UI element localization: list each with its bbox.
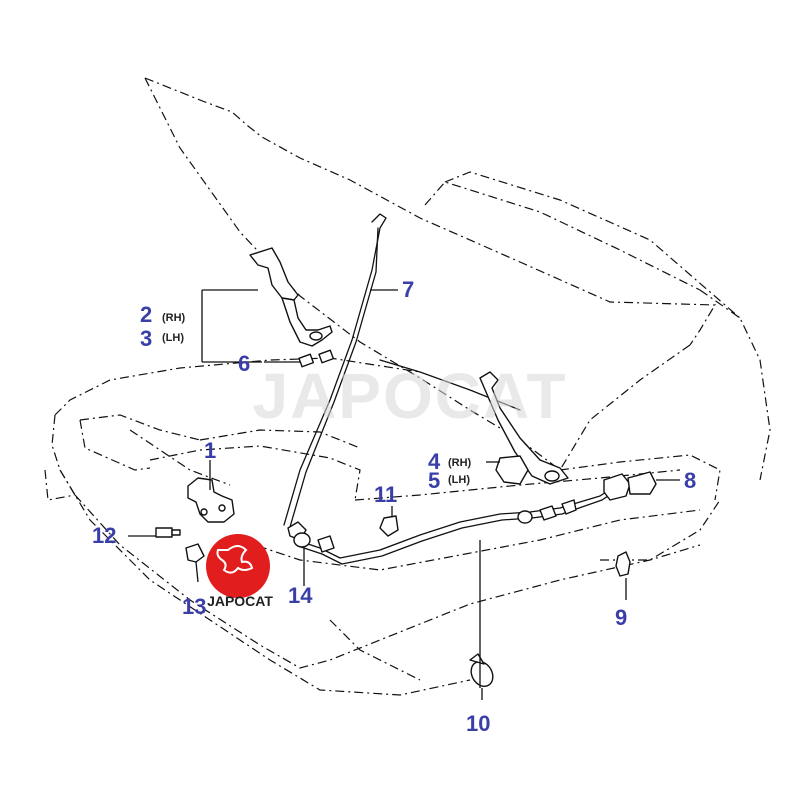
logo-circle [206, 534, 270, 598]
callout-3-side: (LH) [162, 332, 184, 344]
callout-7: 7 [402, 277, 414, 302]
logo-cat-icon [216, 545, 254, 574]
callout-4: 4 [428, 449, 441, 474]
callout-13: 13 [182, 594, 206, 619]
cowl-outline [424, 171, 771, 481]
hood-hinge-rh [249, 247, 333, 347]
japocat-logo: JAPOCAT [206, 534, 273, 609]
callout-10: 10 [466, 711, 490, 736]
callout-5: 5 [428, 468, 440, 493]
callout-9: 9 [615, 605, 627, 630]
cable-clip [185, 543, 205, 563]
logo-text: JAPOCAT [207, 593, 273, 609]
callout-14: 14 [288, 583, 313, 608]
hood-support-rod [283, 213, 387, 528]
release-cable [287, 487, 615, 565]
callout-2-side: (RH) [162, 312, 186, 324]
callout-4-side: (RH) [448, 457, 472, 469]
callout-2: 2 [140, 302, 152, 327]
callout-11: 11 [374, 482, 397, 507]
hood-lock [187, 477, 235, 523]
lock-bolt [155, 527, 181, 538]
grommet [615, 551, 631, 577]
callouts: 1 2 (RH) 3 (LH) 4 (RH) 5 (LH) 6 7 8 9 10… [92, 277, 696, 736]
hinge-bolts [298, 349, 335, 368]
leader-lines [128, 289, 680, 700]
callout-6: 6 [238, 351, 250, 376]
clamp [469, 653, 494, 688]
callout-12: 12 [92, 523, 116, 548]
release-lever [603, 471, 657, 501]
callout-8: 8 [684, 468, 696, 493]
callout-5-side: (LH) [448, 474, 470, 486]
callout-3: 3 [140, 326, 152, 351]
hood-hinge-lh [479, 371, 569, 485]
watermark-text: JAPOCAT [252, 360, 567, 432]
callout-1: 1 [204, 438, 216, 463]
